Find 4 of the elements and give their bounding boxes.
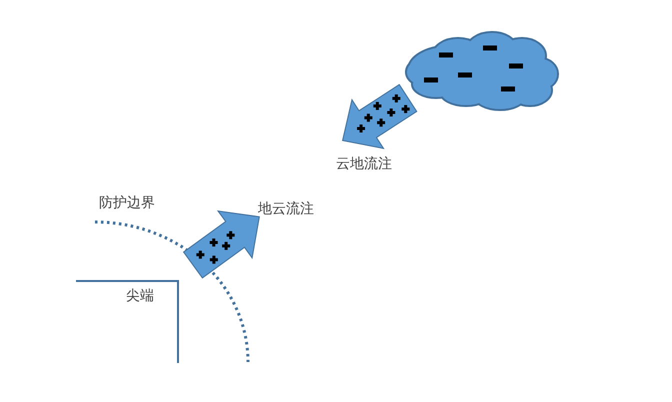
text-label: 尖端 [126, 289, 154, 303]
text-label: 云地流注 [336, 157, 392, 171]
text-label: 防护边界 [99, 196, 155, 210]
text-label: 地云流注 [258, 202, 314, 216]
